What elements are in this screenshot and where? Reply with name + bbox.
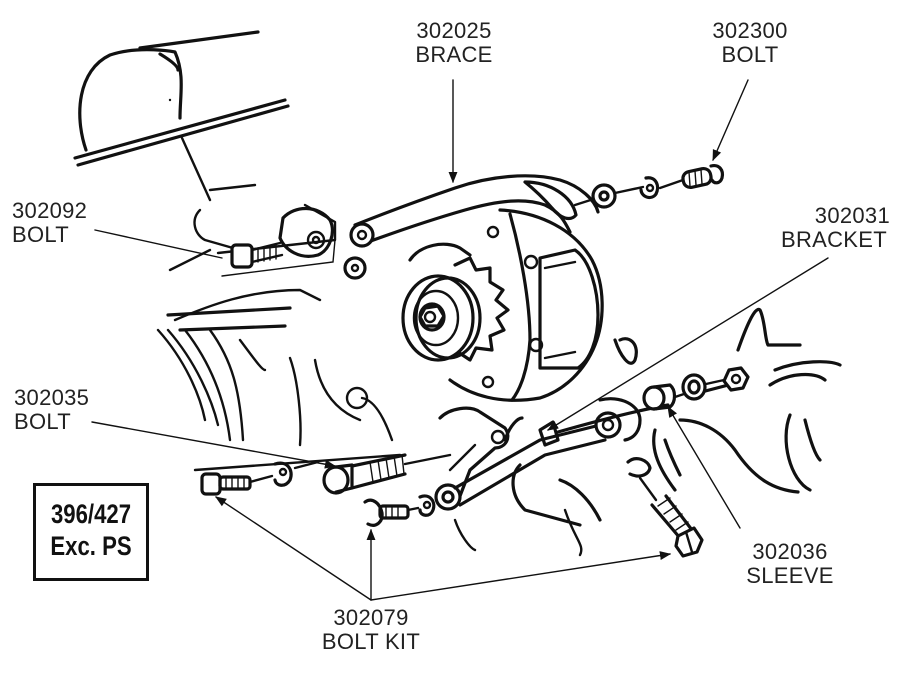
callout-pivot-bolt: 302092 BOLT	[12, 199, 112, 247]
bolt-kit-leader-left	[215, 496, 372, 601]
callout-bolt-kit: 302079 BOLT KIT	[306, 606, 436, 654]
sleeve-leader	[667, 406, 741, 529]
engine-block-drawing	[156, 98, 402, 472]
part-name: BOLT KIT	[321, 629, 421, 654]
pivot-bolt-drawing	[216, 203, 337, 277]
callout-lower-bolt: 302035 BOLT	[14, 386, 114, 434]
part-number: 302092	[12, 198, 88, 223]
callout-upper-bolt: 302300 BOLT	[700, 19, 800, 67]
callout-bracket: 302031 BRACKET	[772, 204, 896, 252]
part-name: BOLT	[721, 42, 779, 67]
sleeve-drawing	[642, 307, 842, 494]
part-name: BOLT	[12, 222, 70, 247]
exclusion-text: Exc. PS	[50, 531, 132, 561]
part-name: BOLT	[14, 409, 72, 434]
part-name: BRACE	[415, 42, 493, 67]
callout-brace: 302025 BRACE	[404, 19, 504, 67]
part-number: 302036	[752, 539, 828, 564]
part-number: 302300	[712, 18, 788, 43]
brace-drawing	[343, 174, 600, 280]
lower-bolt-leader	[91, 421, 337, 469]
part-number: 302035	[14, 385, 90, 410]
part-number: 302079	[333, 605, 409, 630]
leader-lines	[91, 79, 829, 601]
part-number: 302025	[416, 18, 492, 43]
engine-size-text: 396/427	[50, 499, 132, 529]
bracket-leader	[547, 257, 829, 431]
part-name: BRACKET	[780, 227, 887, 252]
alternator-drawing	[401, 208, 604, 402]
upper-bolt-leader	[712, 79, 749, 162]
part-name: SLEEVE	[746, 563, 834, 588]
bracket-drawing	[434, 337, 670, 557]
application-note-box: 396/427 Exc. PS	[33, 483, 149, 581]
upper-bolt-drawing	[573, 164, 725, 209]
bolt-kit-leader-right	[370, 551, 672, 601]
callout-sleeve: 302036 SLEEVE	[735, 540, 845, 588]
part-number: 302031	[814, 203, 890, 228]
valve-cover-drawing	[73, 30, 290, 202]
pivot-bolt-leader	[94, 229, 223, 259]
